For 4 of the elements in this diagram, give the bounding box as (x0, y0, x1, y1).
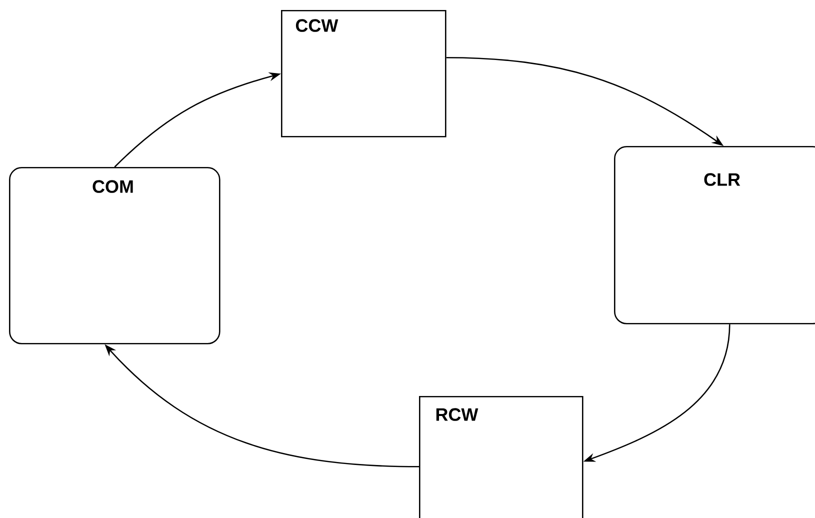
process-box: CCW (281, 10, 446, 138)
rounded-box: CLR (614, 146, 815, 324)
rounded-box: COM (9, 166, 220, 344)
process-box: RCW (419, 396, 584, 518)
